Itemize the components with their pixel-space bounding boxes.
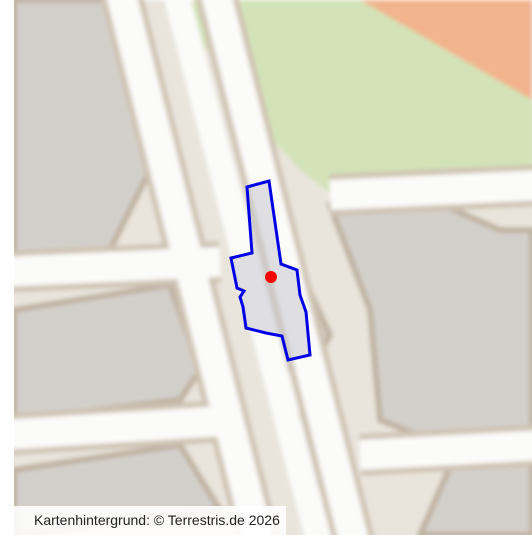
location-marker[interactable] [265,271,277,283]
park-area [190,0,532,200]
commercial-area [360,0,532,100]
map-view[interactable] [14,0,532,535]
selected-parcel-outline[interactable] [229,179,312,362]
map-attribution: Kartenhintergrund: © Terrestris.de 2026 [14,506,286,535]
